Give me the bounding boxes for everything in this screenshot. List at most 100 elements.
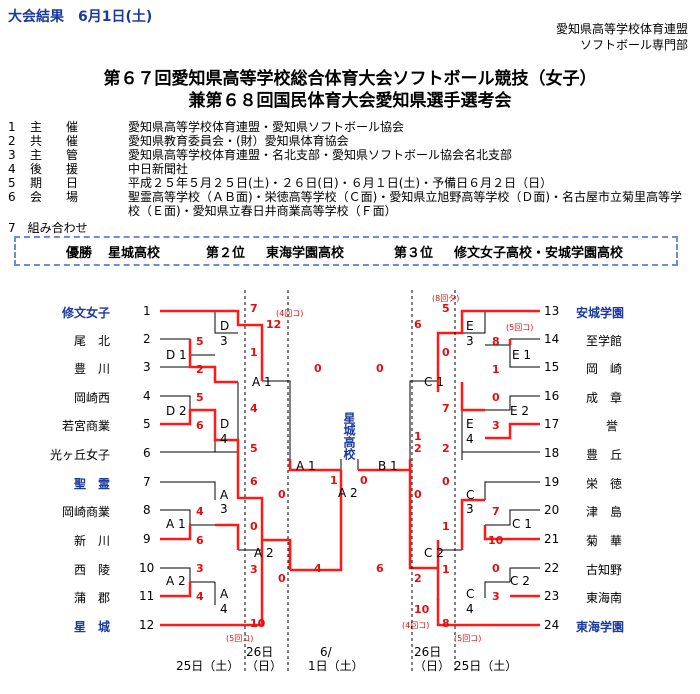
court-label: C 1 (424, 375, 444, 389)
score: 0 (442, 346, 450, 359)
team-number: 16 (544, 389, 560, 403)
score: 1 (330, 474, 338, 487)
score: 2 (414, 572, 422, 585)
bracket-line (409, 380, 438, 459)
team-number: 8 (143, 503, 151, 517)
court-label: E (466, 417, 474, 431)
court-label: A (220, 488, 229, 502)
bracket-line (485, 344, 540, 368)
team-number: 24 (544, 618, 560, 632)
team-name: 蒲 郡 (73, 591, 110, 605)
score: 6 (250, 475, 258, 488)
date-label: 1日（土） (308, 659, 364, 673)
team-name: 星 城 (73, 620, 110, 634)
score: 8 (442, 617, 450, 630)
team-name: 古知野 (586, 563, 623, 577)
team-name: 豊 丘 (586, 448, 623, 462)
winner-path (436, 309, 540, 381)
court-label: D (220, 417, 229, 431)
team-number: 19 (544, 475, 560, 489)
score: 5 (196, 391, 204, 404)
score: 10 (414, 603, 430, 616)
team-name: 栄 徳 (586, 477, 623, 491)
bracket-line (485, 509, 540, 526)
date-label: 25日（土） (176, 659, 239, 673)
team-number: 15 (544, 360, 560, 374)
team-number: 22 (544, 561, 560, 575)
score: 0 (278, 572, 286, 585)
court-label: E 2 (510, 404, 529, 418)
third-team: 修文女子高校・安城学園高校 (454, 245, 624, 261)
court-label: 4 (220, 602, 228, 616)
score: 0 (278, 488, 286, 501)
second-label: 第２位 (206, 245, 246, 261)
score: 2 (442, 442, 450, 455)
team-number: 13 (544, 304, 560, 318)
score: 7 (442, 402, 450, 415)
winner-path (160, 525, 192, 541)
inning-note: (5回コ) (226, 634, 253, 643)
date-label: 26日 (246, 645, 273, 659)
bracket-line (160, 481, 216, 500)
inning-note: (4回コ) (276, 309, 303, 318)
team-name: 聖 霊 (73, 477, 110, 491)
team-number: 10 (139, 561, 155, 575)
title-line-1: 第６７回愛知県高等学校総合体育大会ソフトボール競技（女子） (103, 69, 597, 89)
court-label: 4 (466, 432, 474, 446)
team-name: 岡崎商業 (61, 505, 110, 519)
title-line-2: 兼第６８回国民体育大会愛知県選手選考会 (188, 91, 512, 111)
team-name: 若宮商業 (61, 419, 110, 433)
team-number: 14 (544, 332, 560, 346)
bracket-line (262, 380, 291, 459)
team-name: 西 陵 (73, 563, 110, 577)
score: 4 (250, 402, 258, 415)
winner-label: 優勝 (66, 245, 93, 261)
score: 7 (492, 505, 500, 518)
team-number: 11 (139, 589, 155, 603)
team-name: 新 川 (73, 534, 110, 548)
second-team: 東海学園高校 (266, 245, 345, 261)
team-number: 23 (544, 589, 560, 603)
team-name: 至学館 (586, 334, 623, 348)
score: 6 (196, 534, 204, 547)
team-name: 光ヶ丘女子 (49, 448, 110, 462)
score: 0 (360, 474, 368, 487)
organizer-line-2: ソフトボール専門部 (579, 38, 688, 52)
team-number: 6 (143, 446, 151, 460)
court-label: A (220, 587, 229, 601)
team-name: 安城学園 (576, 306, 625, 320)
team-name: 津 島 (586, 505, 623, 519)
score: 0 (492, 562, 500, 575)
winner-path (460, 382, 485, 412)
date-label: （日） (414, 659, 450, 673)
winner-path (483, 525, 540, 541)
court-label: A 2 (166, 574, 186, 588)
team-name: 東海南 (586, 591, 623, 605)
winner-team: 星城高校 (108, 245, 161, 261)
team-number: 1 (143, 304, 151, 318)
champion-vertical: 星城高校 (342, 412, 356, 461)
bracket-line (160, 395, 191, 410)
third-label: 第３位 (394, 245, 434, 261)
team-name: 尾 北 (73, 334, 110, 348)
court-label: A 1 (166, 517, 186, 531)
score: 2 (196, 363, 204, 376)
team-number: 18 (544, 446, 560, 460)
score: 0 (414, 488, 422, 501)
bracket-line (160, 509, 215, 526)
court-label: E 1 (512, 348, 531, 362)
date-label: 26日 (414, 645, 441, 659)
court-label: 4 (466, 602, 474, 616)
score: 0 (250, 520, 258, 533)
score: 8 (492, 335, 500, 348)
bracket-line (484, 581, 510, 598)
team-name: 豊 川 (73, 362, 110, 376)
score: 6 (414, 318, 422, 331)
date-label: 25日（土） (454, 659, 517, 673)
score: 10 (488, 534, 504, 547)
